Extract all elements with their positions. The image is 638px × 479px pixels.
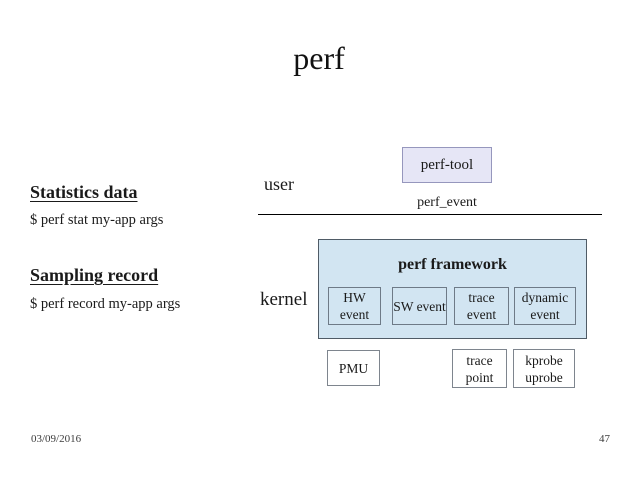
- statistics-data-heading: Statistics data: [30, 182, 138, 202]
- pmu-box: PMU: [327, 350, 380, 386]
- user-kernel-boundary-line: [258, 214, 602, 215]
- user-space-label: user: [264, 174, 294, 194]
- sampling-record-heading: Sampling record: [30, 265, 159, 285]
- kernel-space-label: kernel: [260, 289, 308, 310]
- kprobe-uprobe-box: kprobe uprobe: [513, 349, 575, 388]
- perf-event-interface-label: perf_event: [417, 195, 477, 210]
- perf-tool-box: perf-tool: [402, 147, 492, 183]
- hw-event-box: HW event: [328, 287, 381, 325]
- perf-stat-command: $ perf stat my-app args: [30, 212, 164, 228]
- slide-date: 03/09/2016: [31, 433, 82, 445]
- dynamic-event-box: dynamic event: [514, 287, 576, 325]
- perf-framework-box: perf framework HW event SW event trace e…: [318, 239, 587, 339]
- trace-point-box: trace point: [452, 349, 507, 388]
- slide-page-number: 47: [599, 433, 610, 445]
- sw-event-box: SW event: [392, 287, 447, 325]
- trace-event-box: trace event: [454, 287, 509, 325]
- slide-title: perf: [293, 40, 345, 76]
- perf-record-command: $ perf record my-app args: [30, 296, 181, 312]
- perf-framework-title: perf framework: [398, 256, 507, 273]
